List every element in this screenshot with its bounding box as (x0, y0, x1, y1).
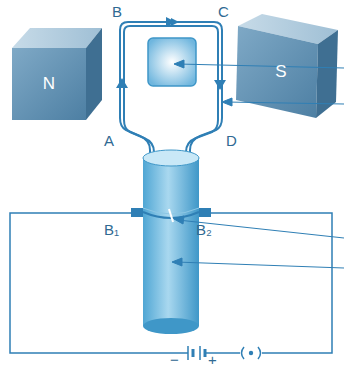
point-label: B₁ (104, 222, 119, 237)
brush (131, 208, 143, 217)
magnet-pole: S (250, 36, 312, 108)
armature-core (148, 38, 196, 86)
point-label: C (218, 4, 229, 19)
brush (199, 208, 211, 217)
point-label: D (226, 133, 237, 148)
commutator (143, 150, 199, 334)
current-arrow (214, 80, 226, 90)
point-label: B₂ (196, 222, 212, 237)
terminal-sign: + (208, 352, 217, 367)
point-label: A (104, 133, 114, 148)
terminal-sign: − (170, 352, 179, 367)
magnet-pole: N (12, 48, 86, 120)
current-arrow (166, 17, 176, 27)
current-arrow (116, 78, 128, 88)
north-magnet (12, 28, 102, 120)
circuit-wire (10, 213, 332, 353)
point-label: B (112, 4, 122, 19)
pole-letter: N (43, 74, 55, 94)
pole-letter: S (275, 62, 286, 82)
leader-line (172, 60, 344, 268)
key-symbol (242, 347, 261, 359)
